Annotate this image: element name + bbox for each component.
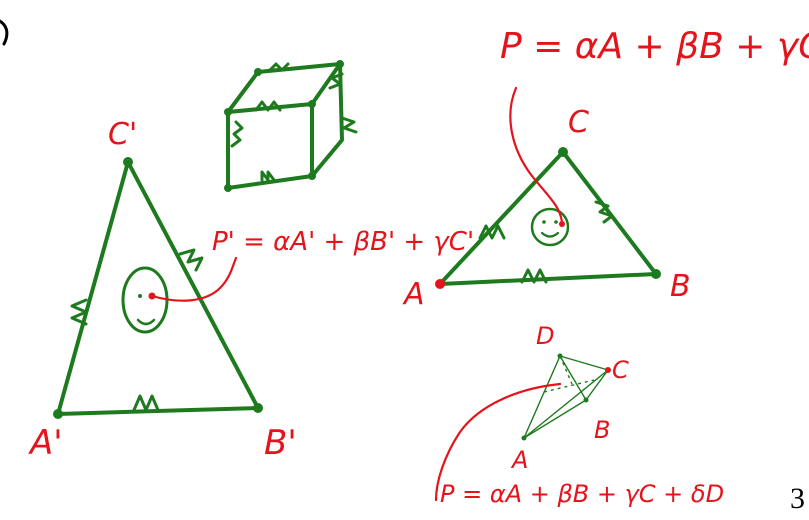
tetra-formula: P = αA + βB + γC + δD <box>440 480 724 508</box>
tetra-vertex-mid-label: B <box>594 416 610 444</box>
tetrahedron-drawing <box>434 353 611 502</box>
page-number: 3 <box>790 482 805 515</box>
right-vertex-right-label: B <box>670 269 691 304</box>
right-formula: P = αA + βB + γC <box>500 26 809 67</box>
tetra-vertex-bottom-label: A <box>510 446 528 474</box>
left-vertex-top-label: C' <box>108 117 137 152</box>
left-vertex-right-label: B' <box>264 423 297 463</box>
left-formula: P' = αA' + βB' + γC' <box>212 227 474 257</box>
tetra-vertex-top-label: D <box>536 322 554 350</box>
tetra-vertex-right-label: C <box>612 356 629 384</box>
right-triangle-drawing <box>435 86 661 289</box>
right-vertex-left-label: A <box>402 277 425 312</box>
spring-cube-drawing <box>224 60 358 192</box>
left-triangle-drawing <box>53 157 263 419</box>
right-vertex-top-label: C <box>568 105 589 140</box>
partial-ink-stroke <box>0 19 9 46</box>
left-vertex-left-label: A' <box>28 423 63 463</box>
